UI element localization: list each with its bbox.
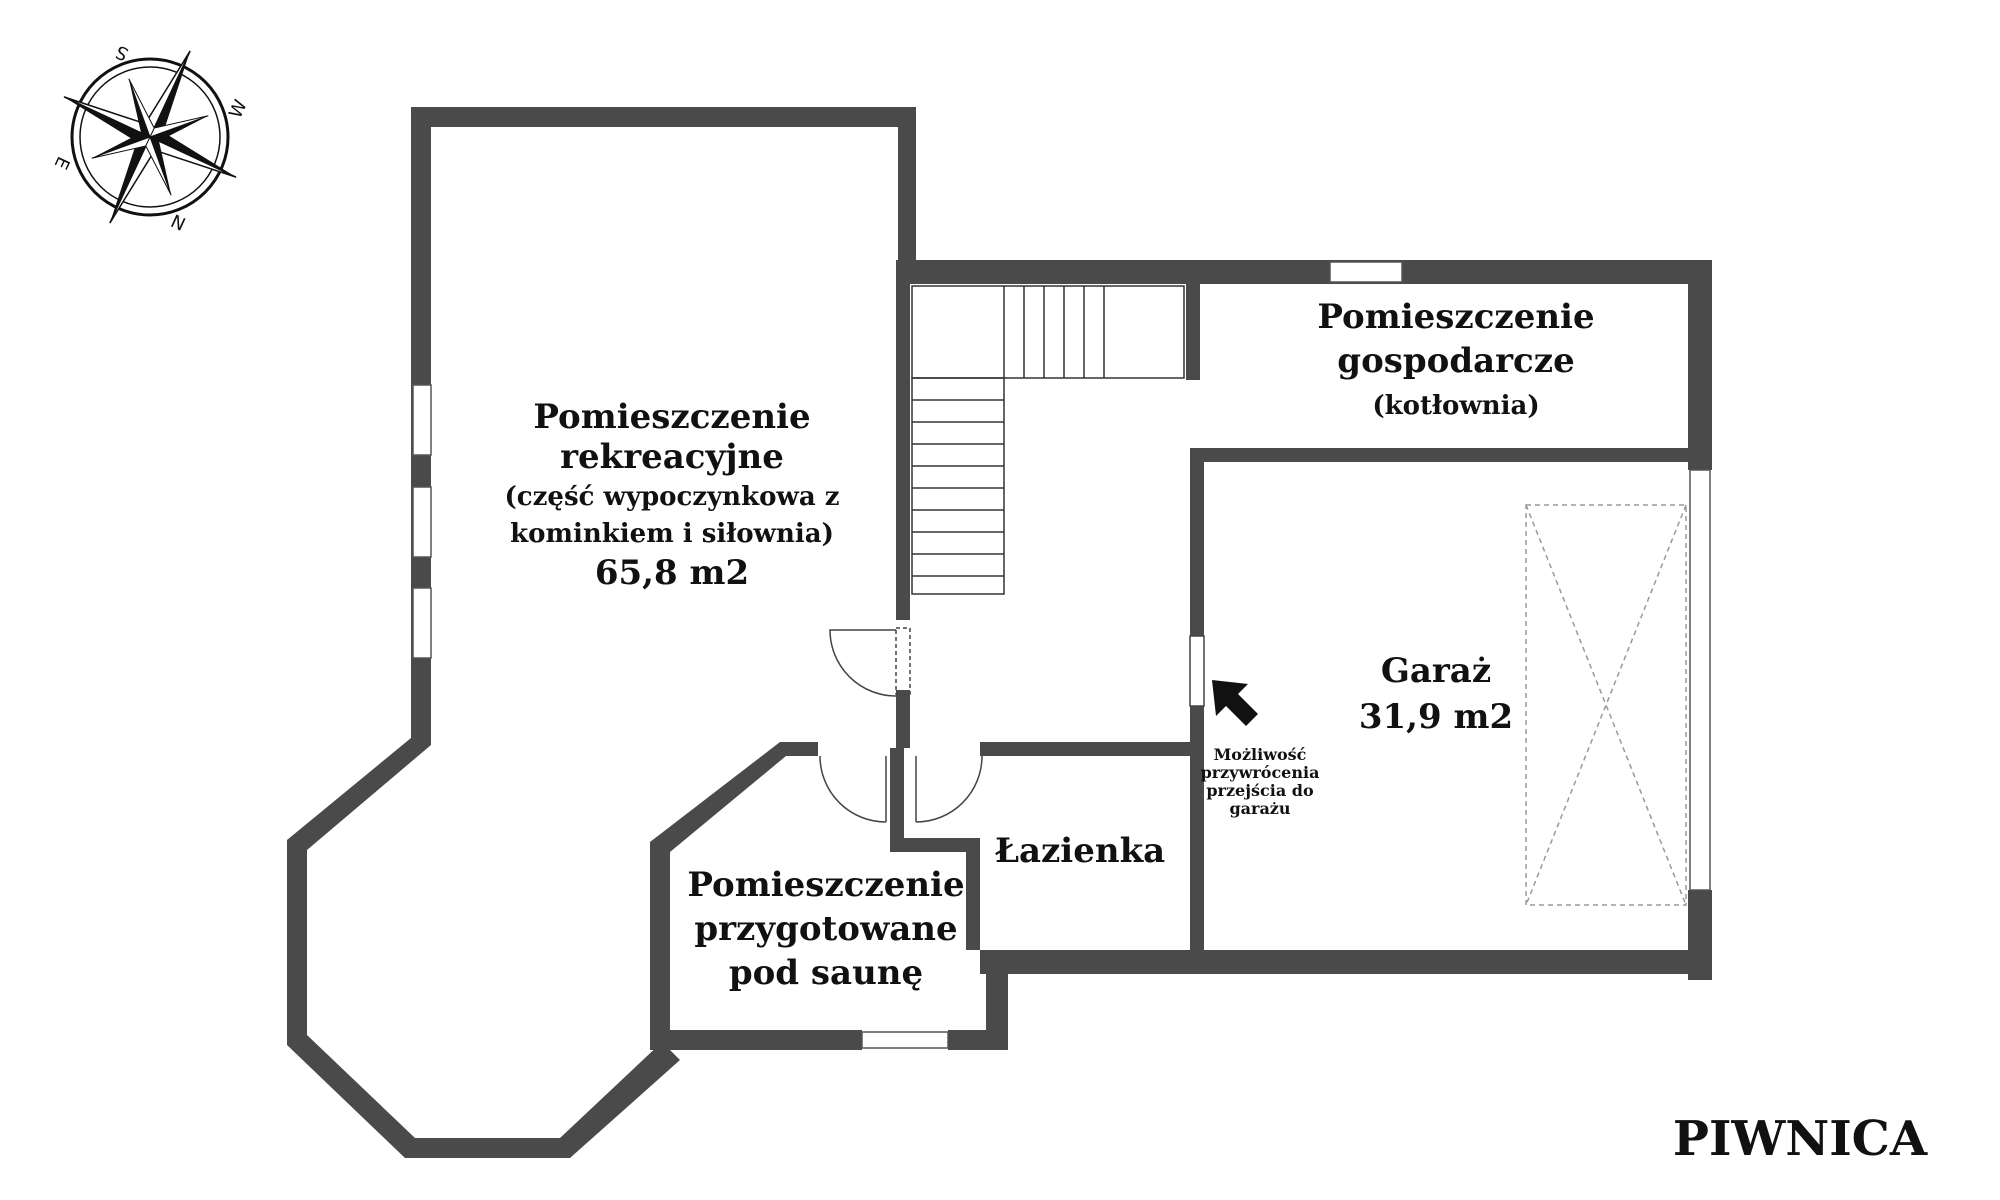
- rekreacyjne-name-1: Pomieszczenie: [533, 397, 810, 437]
- room-label-garaz: Garaż 31,9 m2: [1359, 651, 1513, 737]
- window-west-1: [412, 384, 432, 456]
- arrow-icon: [1212, 680, 1258, 726]
- annotation-line-2: przywrócenia: [1201, 763, 1320, 782]
- compass-rose: S W E N: [50, 41, 252, 236]
- doors: [819, 627, 1205, 823]
- window-west-2: [412, 486, 432, 558]
- gospodarcze-name-1: Pomieszczenie: [1317, 297, 1594, 337]
- staircase: [911, 285, 1185, 595]
- rekreacyjne-note-2: kominkiem i siłownia): [510, 519, 834, 549]
- annotation-line-4: garażu: [1229, 799, 1290, 818]
- sauna-name-1: Pomieszczenie: [687, 865, 964, 905]
- room-label-rekreacyjne: Pomieszczenie rekreacyjne (część wypoczy…: [505, 397, 840, 593]
- room-label-lazienka: Łazienka: [995, 831, 1165, 871]
- garage-vehicle-outline: [1525, 504, 1687, 906]
- compass-n: N: [167, 211, 188, 236]
- annotation-label: Możliwość przywrócenia przejścia do gara…: [1201, 745, 1320, 818]
- room-label-gospodarcze: Pomieszczenie gospodarcze (kotłownia): [1317, 297, 1594, 421]
- rekreacyjne-note-1: (część wypoczynkowa z: [505, 482, 840, 512]
- garaz-area: 31,9 m2: [1359, 697, 1513, 737]
- rekreacyjne-area: 65,8 m2: [595, 553, 749, 593]
- sauna-name-2: przygotowane: [694, 909, 957, 949]
- sauna-name-3: pod saunę: [729, 953, 923, 993]
- walls: [287, 107, 1712, 1158]
- window-west-3: [412, 587, 432, 659]
- windows: [412, 261, 1711, 1049]
- garaz-name: Garaż: [1381, 651, 1491, 691]
- garage-door: [1689, 469, 1711, 891]
- gospodarcze-name-2: gospodarcze: [1337, 341, 1574, 381]
- room-label-sauna: Pomieszczenie przygotowane pod saunę: [687, 865, 964, 993]
- annotation-line-3: przejścia do: [1206, 781, 1314, 800]
- annotation-line-1: Możliwość: [1214, 745, 1307, 764]
- gospodarcze-note: (kotłownia): [1372, 391, 1539, 421]
- rekreacyjne-name-2: rekreacyjne: [560, 437, 784, 477]
- lazienka-name: Łazienka: [995, 831, 1165, 871]
- window-north-service: [1329, 261, 1403, 283]
- plan-title: PIWNICA: [1673, 1111, 1928, 1167]
- compass-e: E: [50, 153, 74, 172]
- compass-w: W: [225, 97, 252, 122]
- window-sauna: [861, 1031, 949, 1049]
